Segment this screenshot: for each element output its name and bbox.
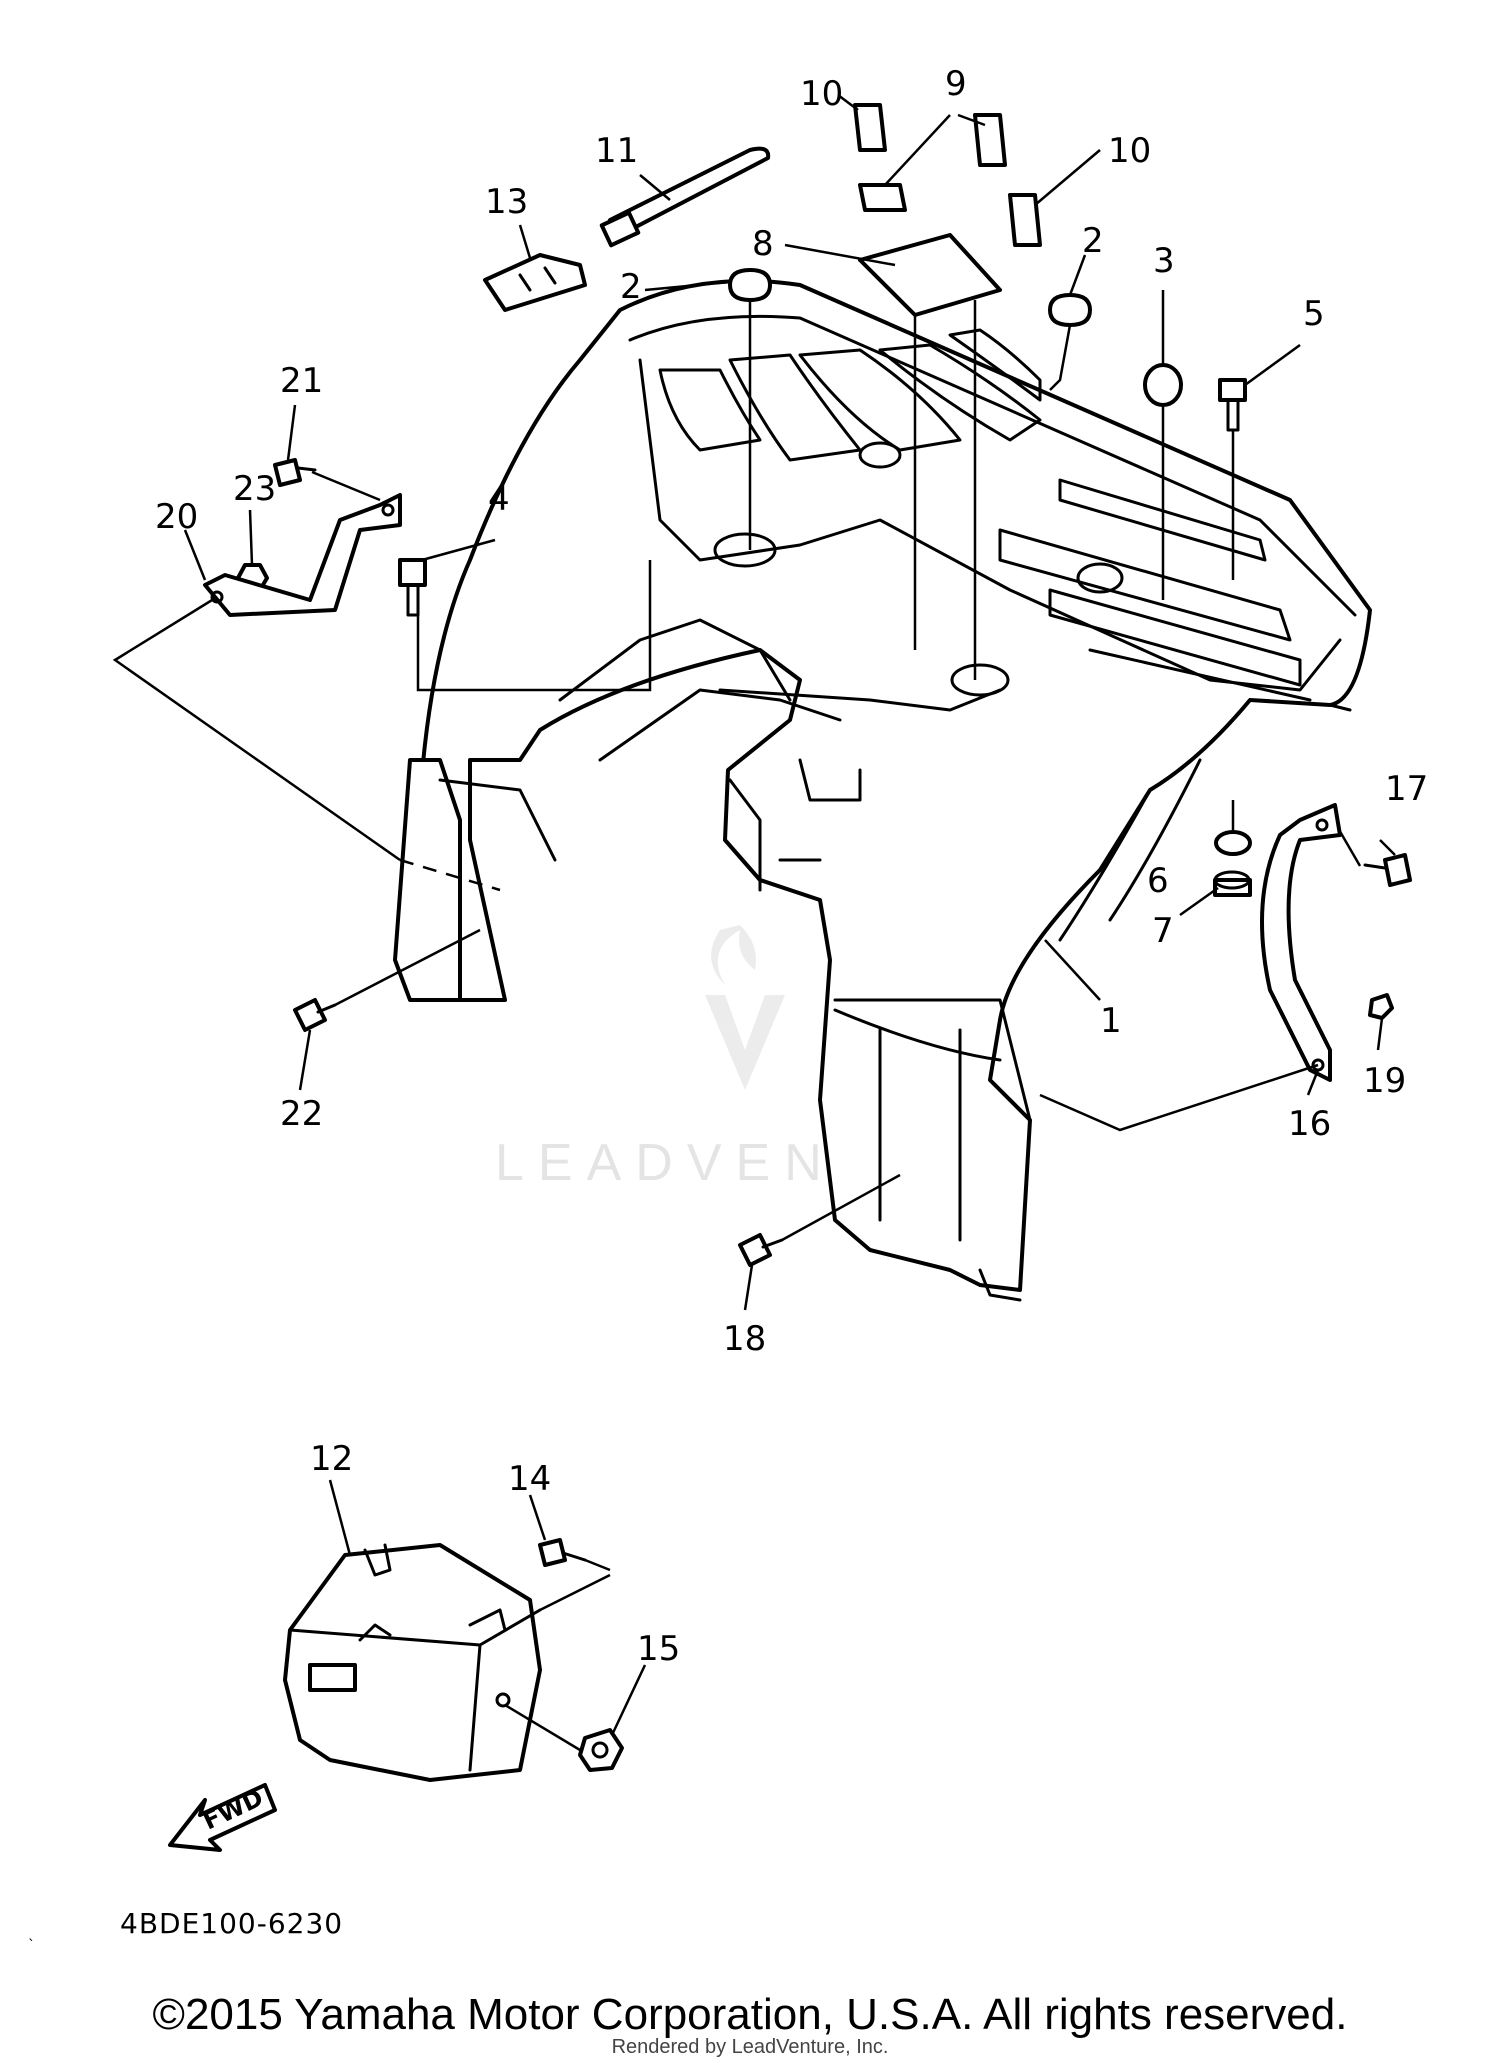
- callout-20: 20: [155, 497, 198, 537]
- callout-6: 6: [1147, 861, 1169, 901]
- callout-14: 14: [508, 1459, 551, 1499]
- watermark-flame-icon: [711, 925, 756, 985]
- callout-21: 21: [280, 361, 323, 401]
- washer-6: [1214, 830, 1252, 856]
- callout-labels: 10 9 10 11 13 8 2 2 3 5 21 4 23 20 17 6 …: [155, 64, 1428, 1669]
- callout-2: 2: [1082, 221, 1104, 261]
- decal-10-right: [1008, 193, 1042, 247]
- callout-17: 17: [1385, 769, 1428, 809]
- callout-2: 2: [620, 267, 642, 307]
- bracket-13: [483, 253, 587, 312]
- rendered-by-notice: Rendered by LeadVenture, Inc.: [611, 2036, 889, 2058]
- strap-11: [599, 146, 771, 248]
- svg-text:`: `: [28, 1938, 35, 1954]
- bolt-5: [1218, 378, 1247, 432]
- fwd-arrow-icon: FWD: [168, 1783, 277, 1852]
- screw-22: [293, 998, 337, 1032]
- callout-1: 1: [1100, 1001, 1122, 1041]
- callout-13: 13: [485, 182, 528, 222]
- nut-7: [1213, 870, 1252, 897]
- nut-15: [578, 1728, 624, 1772]
- bolt-14: [538, 1538, 587, 1567]
- callout-8: 8: [752, 224, 774, 264]
- bolt-21: [273, 458, 317, 487]
- callout-23: 23: [233, 469, 276, 509]
- grommet-2-right: [1048, 293, 1092, 327]
- callout-3: 3: [1153, 241, 1175, 281]
- watermark-v-icon: [705, 995, 785, 1090]
- plug-3: [1143, 363, 1183, 407]
- callout-11: 11: [595, 131, 638, 171]
- callout-15: 15: [637, 1629, 680, 1669]
- callout-7: 7: [1152, 911, 1174, 951]
- callout-12: 12: [310, 1439, 353, 1479]
- leader-lines: [112, 94, 1396, 1752]
- callout-10: 10: [800, 74, 843, 114]
- grommet-2-left: [728, 268, 772, 302]
- stay-20: [203, 493, 402, 617]
- callout-19: 19: [1363, 1061, 1406, 1101]
- plate-8: [858, 233, 1002, 317]
- nut-19: [1368, 993, 1394, 1020]
- callout-18: 18: [723, 1319, 766, 1359]
- callout-10: 10: [1108, 131, 1151, 171]
- bolt-17: [1363, 853, 1412, 887]
- copyright-notice: ©2015 Yamaha Motor Corporation, U.S.A. A…: [152, 1990, 1348, 2039]
- screw-18: [738, 1233, 784, 1267]
- rear-fender: [393, 278, 1372, 1302]
- decal-10-left: [853, 103, 887, 152]
- battery-box-12: [283, 1543, 542, 1782]
- stay-16: [1260, 803, 1342, 1082]
- callout-5: 5: [1303, 294, 1325, 334]
- callout-16: 16: [1288, 1104, 1331, 1144]
- callout-22: 22: [280, 1094, 323, 1134]
- callout-4: 4: [488, 479, 510, 519]
- diagram-code: 4BDE100-6230: [120, 1907, 343, 1940]
- callout-9: 9: [945, 64, 967, 104]
- bolt-4: [398, 558, 427, 617]
